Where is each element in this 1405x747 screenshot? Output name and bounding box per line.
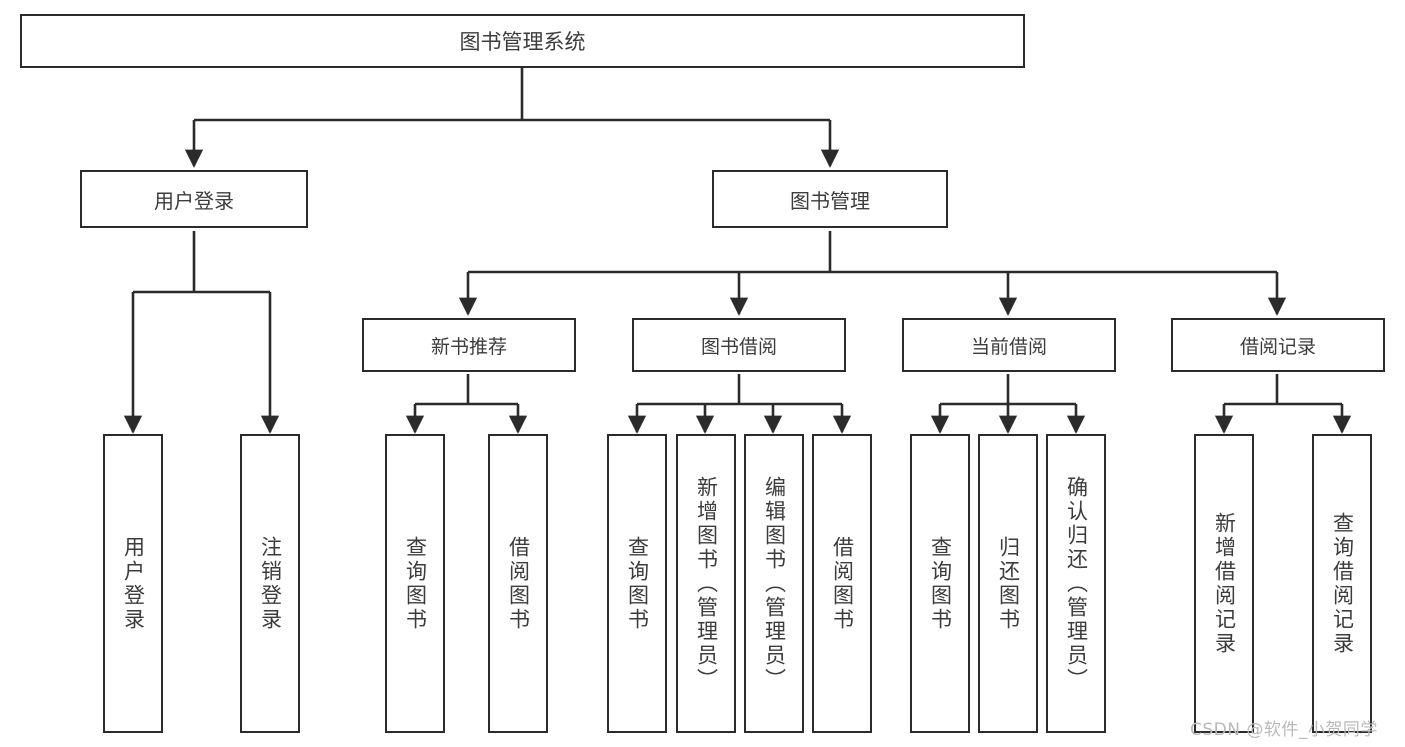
node-leaf-user-login-label: 用户登录: [121, 535, 146, 632]
node-book-manage-label: 图书管理: [790, 188, 870, 213]
node-current-borrow[interactable]: 当前借阅: [902, 318, 1116, 372]
node-leaf-user-logout-label: 注销登录: [258, 535, 283, 632]
node-user-login[interactable]: 用户登录: [80, 170, 308, 228]
node-borrow-record-label: 借阅记录: [1239, 335, 1316, 358]
node-leaf-query-book-2-label: 查询图书: [625, 535, 650, 632]
node-leaf-borrow-book-2-label: 借阅图书: [830, 535, 855, 632]
watermark: CSDN @软件_小贺同学: [1190, 720, 1378, 740]
node-leaf-user-login[interactable]: 用户登录: [103, 434, 163, 733]
node-leaf-query-book-3[interactable]: 查询图书: [910, 434, 970, 733]
node-book-manage[interactable]: 图书管理: [712, 170, 948, 228]
node-leaf-query-record-label: 查询借阅记录: [1330, 511, 1355, 656]
node-leaf-edit-book[interactable]: 编辑图书（管理员）: [744, 434, 804, 733]
node-leaf-confirm-return-label: 确认归还（管理员）: [1064, 475, 1089, 692]
node-leaf-add-record[interactable]: 新增借阅记录: [1194, 434, 1254, 733]
node-leaf-return-book-label: 归还图书: [996, 535, 1021, 632]
node-leaf-return-book[interactable]: 归还图书: [978, 434, 1038, 733]
node-leaf-query-record[interactable]: 查询借阅记录: [1312, 434, 1372, 733]
node-leaf-query-book-2[interactable]: 查询图书: [607, 434, 667, 733]
node-borrow-record[interactable]: 借阅记录: [1171, 318, 1385, 372]
node-leaf-borrow-book-1-label: 借阅图书: [506, 535, 531, 632]
node-leaf-add-book[interactable]: 新增图书（管理员）: [676, 434, 736, 733]
node-user-login-label: 用户登录: [154, 188, 234, 213]
node-leaf-query-book-3-label: 查询图书: [928, 535, 953, 632]
node-new-book-rec[interactable]: 新书推荐: [362, 318, 576, 372]
node-root[interactable]: 图书管理系统: [20, 14, 1025, 68]
node-new-book-rec-label: 新书推荐: [430, 335, 507, 358]
node-leaf-add-book-label: 新增图书（管理员）: [694, 475, 719, 692]
node-book-borrow-label: 图书借阅: [700, 335, 777, 358]
node-leaf-add-record-label: 新增借阅记录: [1212, 511, 1237, 656]
node-current-borrow-label: 当前借阅: [970, 335, 1047, 358]
node-leaf-query-book-1[interactable]: 查询图书: [385, 434, 445, 733]
node-leaf-borrow-book-1[interactable]: 借阅图书: [488, 434, 548, 733]
node-leaf-confirm-return[interactable]: 确认归还（管理员）: [1046, 434, 1106, 733]
node-leaf-borrow-book-2[interactable]: 借阅图书: [812, 434, 872, 733]
node-leaf-query-book-1-label: 查询图书: [403, 535, 428, 632]
node-leaf-user-logout[interactable]: 注销登录: [240, 434, 300, 733]
node-book-borrow[interactable]: 图书借阅: [632, 318, 846, 372]
node-root-label: 图书管理系统: [459, 30, 586, 54]
node-leaf-edit-book-label: 编辑图书（管理员）: [762, 475, 787, 692]
